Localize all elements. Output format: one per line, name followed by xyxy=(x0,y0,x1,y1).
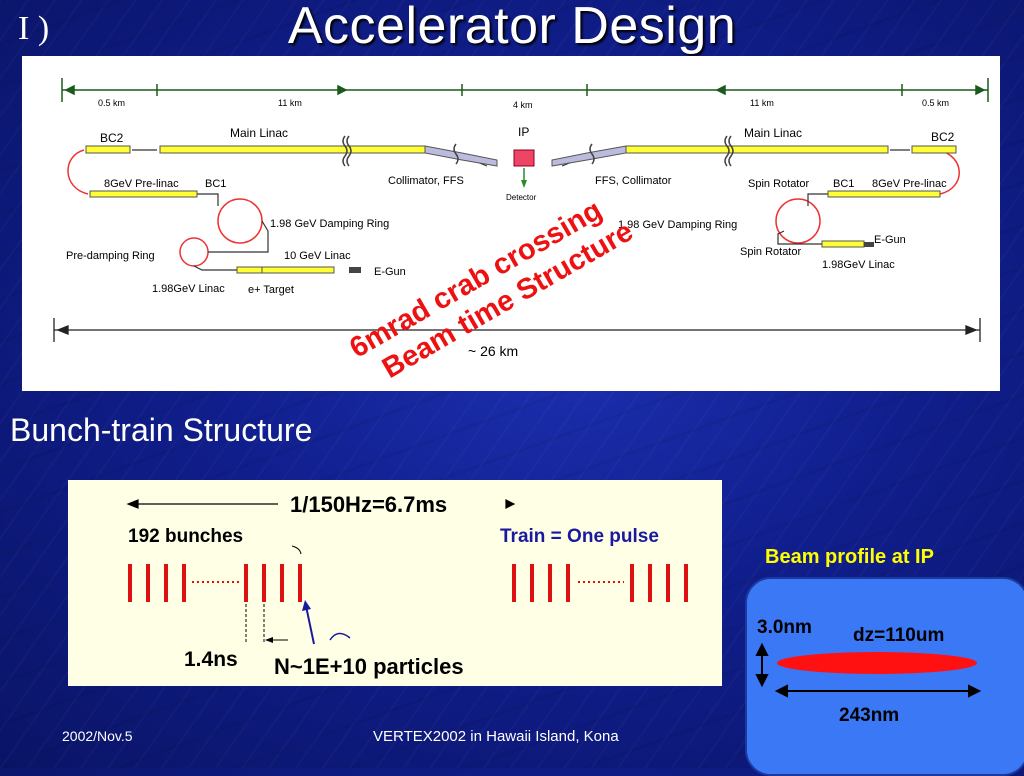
main-linac-right-label: Main Linac xyxy=(744,126,802,140)
accelerator-diagram: 0.5 km 11 km 4 km 11 km 0.5 km xyxy=(22,56,1000,391)
beam-height-label: 3.0nm xyxy=(757,617,812,638)
bc1-right-label: BC1 xyxy=(833,178,854,190)
break-marks xyxy=(342,135,734,167)
linac-198-right-label: 1.98GeV Linac xyxy=(822,259,895,271)
dist-right-short: 0.5 km xyxy=(922,98,949,108)
prelinac-right-label: 8GeV Pre-linac xyxy=(872,178,947,190)
ip-detector-block xyxy=(513,149,535,167)
spacing-label: 1.4ns xyxy=(184,648,238,671)
egun-right-block xyxy=(864,242,874,247)
bunch-group-2 xyxy=(512,564,688,602)
bc2-left-label: BC2 xyxy=(100,131,124,145)
period-arrow xyxy=(126,499,516,509)
ip-label: IP xyxy=(518,125,529,139)
egun-left-block xyxy=(349,267,361,273)
target-label: e+ Target xyxy=(248,284,294,296)
egun-left-label: E-Gun xyxy=(374,266,406,278)
bunch-train-diagram: 1/150Hz=6.7ms 192 bunches Train = One pu… xyxy=(68,480,722,686)
beam-length-label: dz=110um xyxy=(853,625,944,646)
linac-198-left-label: 1.98GeV Linac xyxy=(152,283,225,295)
spin-rotator-bottom-label: Spin Rotator xyxy=(740,246,801,258)
width-arrow xyxy=(774,684,982,698)
bc1-left-label: BC1 xyxy=(205,178,226,190)
particles-label: N~1E+10 particles xyxy=(274,654,464,679)
main-linac-left-label: Main Linac xyxy=(230,126,288,140)
beam-profile-panel: 3.0nm dz=110um 243nm xyxy=(745,577,1024,776)
predamping-ring-label: Pre-damping Ring xyxy=(66,250,155,262)
dist-right-long: 11 km xyxy=(750,98,774,108)
egun-right-label: E-Gun xyxy=(874,234,906,246)
bc2-right-label: BC2 xyxy=(931,130,955,144)
damping-ring-right-label: 1.98 GeV Damping Ring xyxy=(618,219,737,231)
spacing-guides xyxy=(245,604,265,644)
footer-date: 2002/Nov.5 xyxy=(62,728,133,744)
slide-title: Accelerator Design xyxy=(287,0,737,55)
dist-center: 4 km xyxy=(513,100,533,110)
footer-event: VERTEX2002 in Hawaii Island, Kona xyxy=(373,728,619,745)
ffs-collimator-label: FFS, Collimator xyxy=(595,175,672,187)
spin-rotator-top-label: Spin Rotator xyxy=(748,178,809,190)
beam-bunch-shape xyxy=(777,652,977,674)
accelerator-schematic: 0.5 km 11 km 4 km 11 km 0.5 km xyxy=(53,78,989,359)
bunch-train-schematic: 1/150Hz=6.7ms 192 bunches Train = One pu… xyxy=(126,492,688,679)
bunch-group-1 xyxy=(128,564,302,602)
final-focus xyxy=(424,145,627,167)
bunches-label: 192 bunches xyxy=(128,526,243,547)
beam-width-label: 243nm xyxy=(839,705,899,726)
prelinac-left-label: 8GeV Pre-linac xyxy=(104,178,179,190)
section-number: I ) xyxy=(18,10,50,47)
train-label: Train = One pulse xyxy=(500,526,659,547)
dist-left-long: 11 km xyxy=(278,98,302,108)
beam-profile-schematic: 3.0nm dz=110um 243nm xyxy=(755,617,982,726)
total-length-label: ~ 26 km xyxy=(468,343,518,359)
period-label: 1/150Hz=6.7ms xyxy=(290,492,447,517)
damping-ring-left-label: 1.98 GeV Damping Ring xyxy=(270,218,389,230)
bunch-train-heading: Bunch-train Structure xyxy=(10,412,313,448)
height-arrow xyxy=(755,642,769,688)
beam-profile-title: Beam profile at IP xyxy=(765,546,934,568)
linac-10gev-label: 10 GeV Linac xyxy=(284,250,351,262)
dist-left-short: 0.5 km xyxy=(98,98,125,108)
total-length-ruler xyxy=(53,318,981,342)
detector-label: Detector xyxy=(506,193,537,202)
collimator-ffs-label: Collimator, FFS xyxy=(388,175,464,187)
distance-ruler xyxy=(61,78,989,102)
